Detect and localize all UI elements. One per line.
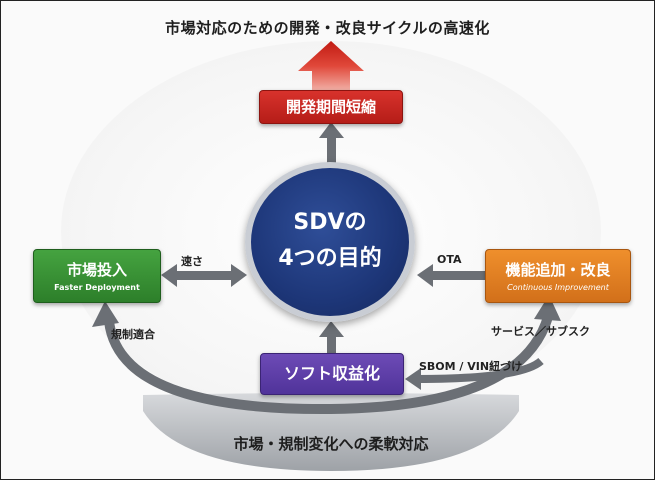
box-market-launch-sub: Faster Deployment	[54, 283, 140, 292]
center-circle-line1: SDVの	[293, 210, 367, 235]
arrow-ota-head	[417, 264, 433, 287]
bottom-caption: 市場・規制変化への柔軟対応	[233, 435, 429, 453]
arrow-sbom-head	[405, 368, 421, 390]
box-development-time: 開発期間短縮	[259, 90, 403, 124]
arrow-up-head	[319, 122, 344, 138]
box-feature-improvement-sub: Continuous Improvement	[507, 283, 609, 292]
return-curve-arrowhead-right	[534, 295, 561, 321]
box-development-time-label: 開発期間短縮	[285, 98, 376, 116]
diagram-title: 市場対応のための開発・改良サイクルの高速化	[165, 19, 490, 37]
center-circle: SDVの 4つの目的	[245, 162, 415, 322]
upward-red-arrow	[298, 41, 364, 91]
box-software-monetization-label: ソフト収益化	[283, 364, 380, 383]
bottom-bowl-shape	[143, 393, 519, 471]
arrow-speed-head-left	[161, 264, 177, 287]
label-speed: 速さ	[181, 255, 203, 268]
label-regulation: 規制適合	[111, 328, 155, 341]
center-circle-line2: 4つの目的	[278, 246, 382, 271]
box-software-monetization: ソフト収益化	[260, 353, 404, 395]
label-ota: OTA	[437, 253, 462, 266]
arrow-up-shaft	[327, 135, 336, 163]
arrow-bottom-shaft	[327, 329, 336, 353]
arrow-ota-shaft	[429, 271, 485, 280]
label-service: サービス／サブスク	[491, 325, 590, 338]
box-feature-improvement-label: 機能追加・改良	[505, 261, 611, 279]
box-feature-improvement: 機能追加・改良 Continuous Improvement	[485, 249, 631, 303]
arrow-speed-shaft	[171, 271, 235, 280]
arrow-speed-head-right	[231, 264, 247, 287]
return-curve-arrow	[104, 312, 553, 415]
box-market-launch-label: 市場投入	[66, 261, 127, 279]
arrow-bottom-head	[319, 321, 344, 337]
box-market-launch: 市場投入 Faster Deployment	[33, 249, 161, 303]
return-curve-arrowhead-left	[92, 301, 119, 327]
arrow-sbom-line	[416, 357, 544, 383]
label-sbom: SBOM / VIN紐づけ	[419, 360, 523, 373]
